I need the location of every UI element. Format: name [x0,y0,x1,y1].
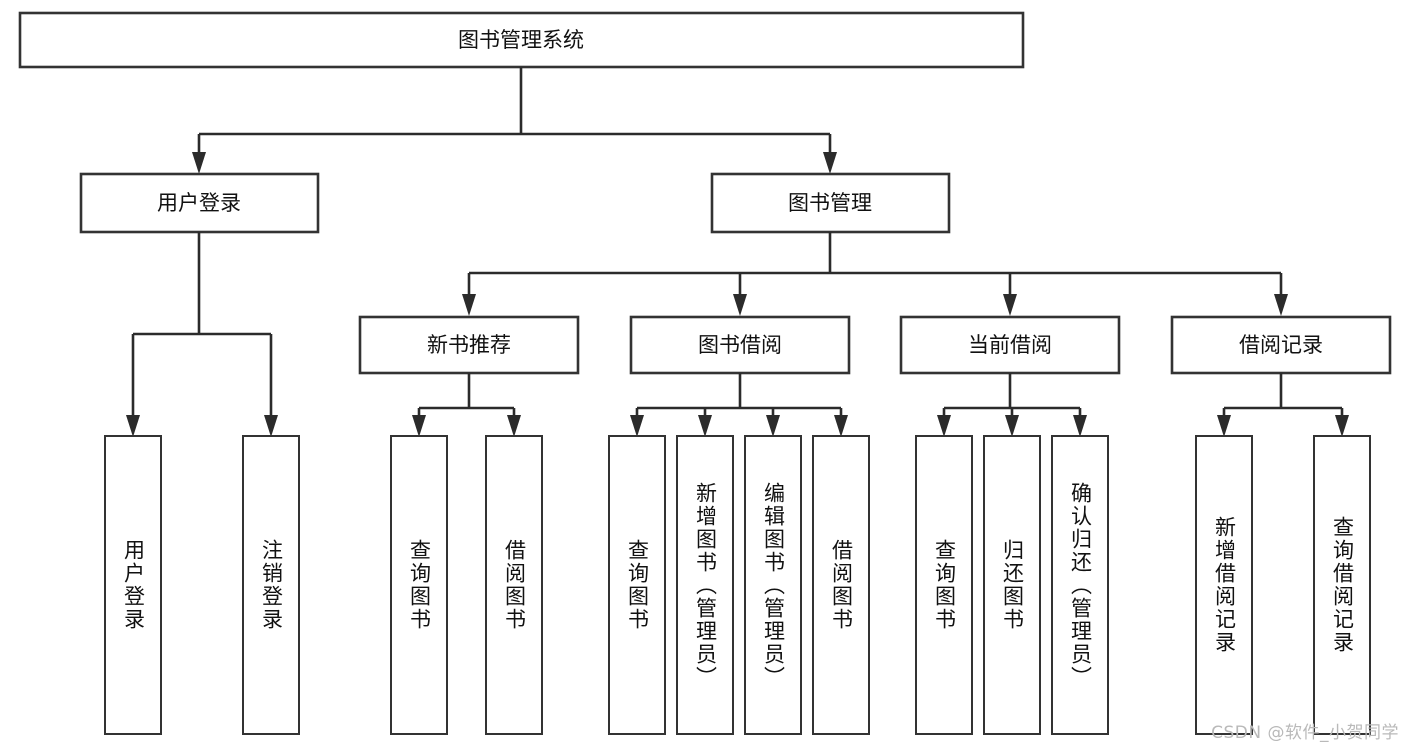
arrow-to-leaf-logout [264,415,278,437]
arrow-to-cb-leaf-1 [937,415,951,437]
leaf-label-nbr-borrow-book: 借阅图书 [502,539,527,631]
arrow-to-bb-leaf-1 [630,415,644,437]
leaf-box-nbr-borrow-book[interactable]: 借阅图书 [485,435,543,735]
arrow-to-br-leaf-1 [1217,415,1231,437]
arrow-to-user-login [192,152,206,174]
leaf-label-bb-add-book: 新增图书（管理员） [693,481,718,689]
leaf-box-br-add-record[interactable]: 新增借阅记录 [1195,435,1253,735]
root-label: 图书管理系统 [458,28,584,52]
book-borrow-box[interactable] [629,315,851,375]
leaf-box-cb-confirm-return[interactable]: 确认归还（管理员） [1051,435,1109,735]
arrow-to-bb-leaf-3 [766,415,780,437]
current-borrow-label: 当前借阅 [968,333,1052,357]
arrow-to-new-book-recommend [462,294,476,316]
book-management-label: 图书管理 [788,191,872,215]
arrow-to-book-management [823,152,837,174]
current-borrow-box[interactable] [899,315,1121,375]
leaf-label-bb-edit-book: 编辑图书（管理员） [761,481,786,689]
arrow-to-cb-leaf-2 [1005,415,1019,437]
arrow-to-bb-leaf-4 [834,415,848,437]
leaf-label-logout: 注销登录 [259,539,284,631]
leaf-box-logout[interactable]: 注销登录 [242,435,300,735]
node-book-borrow[interactable]: 图书借阅 [629,315,851,375]
new-book-recommend-box[interactable] [358,315,580,375]
arrow-to-br-leaf-2 [1335,415,1349,437]
arrow-to-cb-leaf-3 [1073,415,1087,437]
node-user-login[interactable]: 用户登录 [79,172,320,234]
leaf-label-user-login: 用户登录 [121,539,146,631]
new-book-recommend-label: 新书推荐 [427,333,511,357]
leaf-box-cb-query-book[interactable]: 查询图书 [915,435,973,735]
node-root[interactable]: 图书管理系统 [18,11,1025,69]
user-login-box[interactable] [79,172,320,234]
arrow-to-current-borrow [1003,294,1017,316]
leaf-label-br-add-record: 新增借阅记录 [1212,516,1237,654]
arrow-to-nbr-leaf-1 [412,415,426,437]
leaf-box-nbr-query-book[interactable]: 查询图书 [390,435,448,735]
user-login-label: 用户登录 [157,191,241,215]
borrow-record-box[interactable] [1170,315,1392,375]
root-box[interactable] [18,11,1025,69]
node-book-management[interactable]: 图书管理 [710,172,951,234]
borrow-record-label: 借阅记录 [1239,333,1323,357]
leaf-label-br-query-record: 查询借阅记录 [1330,516,1355,654]
leaf-box-bb-borrow-book[interactable]: 借阅图书 [812,435,870,735]
leaf-label-cb-query-book: 查询图书 [932,539,957,631]
book-borrow-label: 图书借阅 [698,333,782,357]
leaf-label-bb-borrow-book: 借阅图书 [829,539,854,631]
node-new-book-recommend[interactable]: 新书推荐 [358,315,580,375]
leaf-label-nbr-query-book: 查询图书 [407,539,432,631]
leaf-label-bb-query-book: 查询图书 [625,539,650,631]
arrow-to-borrow-record [1274,294,1288,316]
leaf-box-bb-add-book[interactable]: 新增图书（管理员） [676,435,734,735]
arrow-to-leaf-user-login [126,415,140,437]
leaf-box-br-query-record[interactable]: 查询借阅记录 [1313,435,1371,735]
node-current-borrow[interactable]: 当前借阅 [899,315,1121,375]
arrow-to-bb-leaf-2 [698,415,712,437]
arrow-to-book-borrow [733,294,747,316]
leaf-box-bb-query-book[interactable]: 查询图书 [608,435,666,735]
leaf-box-bb-edit-book[interactable]: 编辑图书（管理员） [744,435,802,735]
leaf-box-user-login[interactable]: 用户登录 [104,435,162,735]
arrow-to-nbr-leaf-2 [507,415,521,437]
leaf-box-cb-return-book[interactable]: 归还图书 [983,435,1041,735]
leaf-label-cb-return-book: 归还图书 [1000,539,1025,631]
node-borrow-record[interactable]: 借阅记录 [1170,315,1392,375]
leaf-label-cb-confirm-return: 确认归还（管理员） [1068,481,1093,689]
